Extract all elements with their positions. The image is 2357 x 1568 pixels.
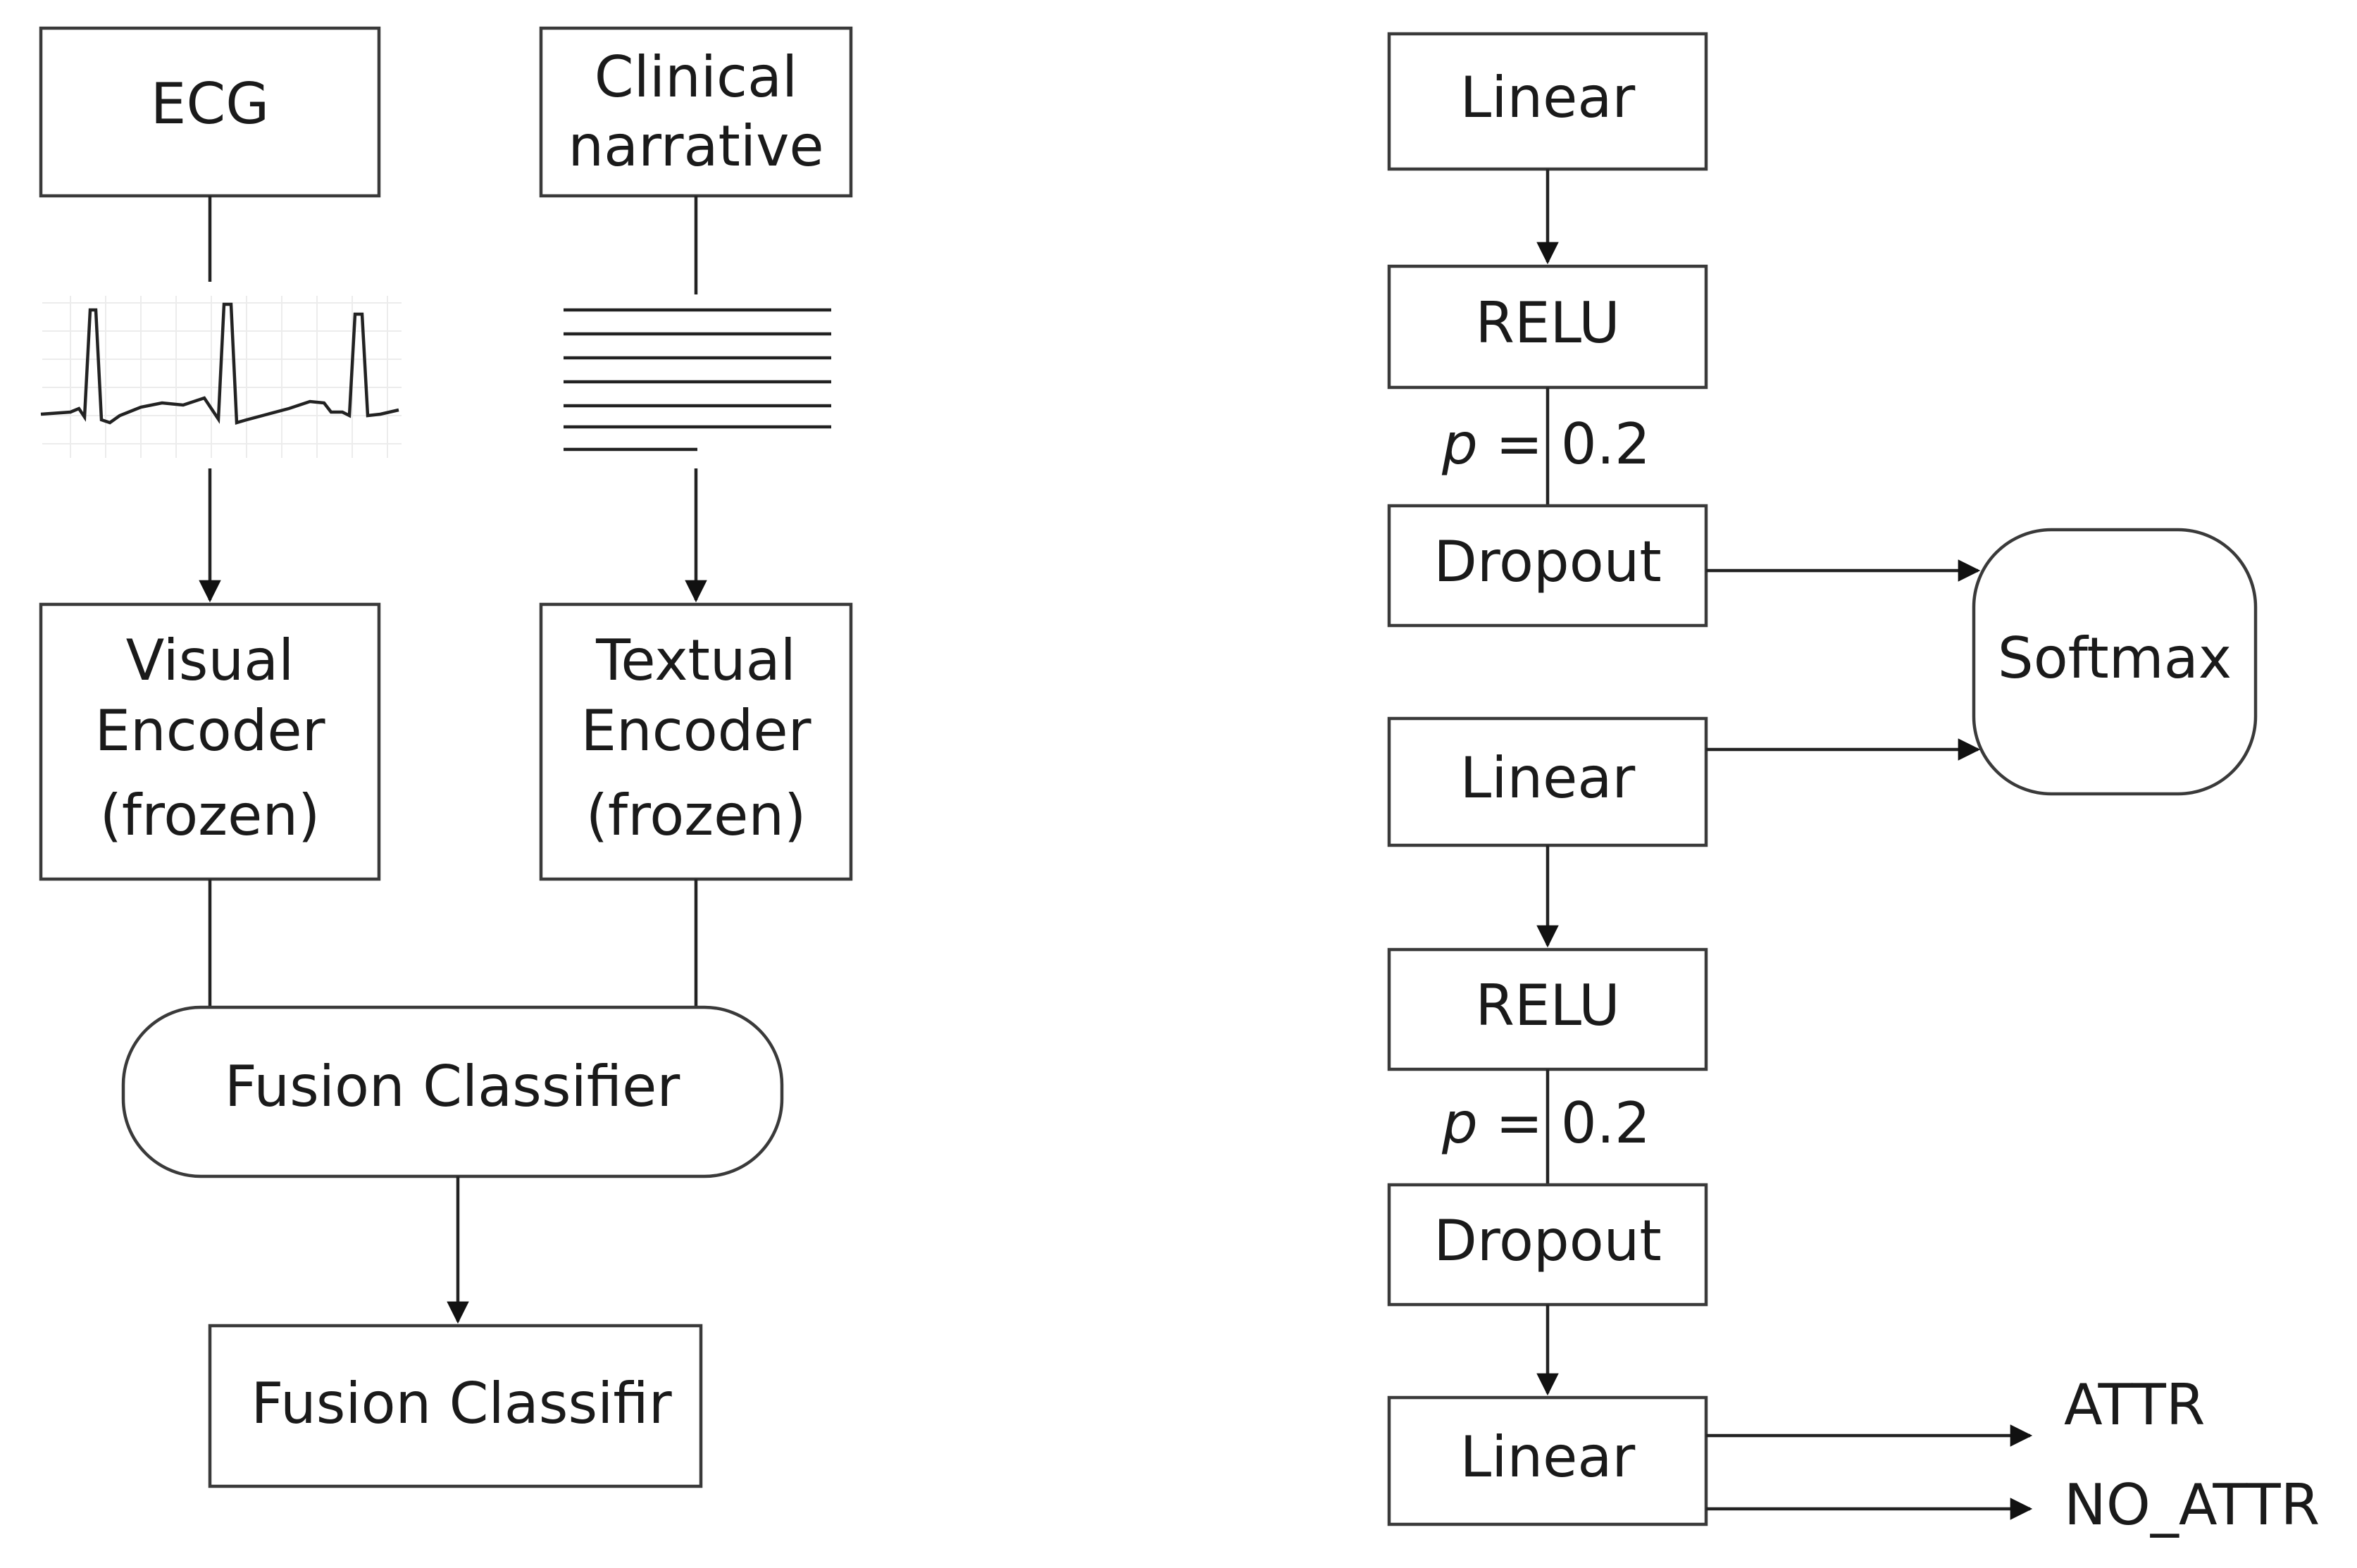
dropout-2-label: Dropout [1434,1208,1661,1274]
textual-encoder-line3: (frozen) [586,783,807,848]
linear-1-label: Linear [1460,65,1636,130]
linear-1-node: Linear [1387,32,1708,171]
dropout-2-probability-label: p = 0.2 [1441,1090,1650,1156]
fusion-classifir-node: Fusion Classifir [208,1324,703,1488]
text-lines-icon [564,308,831,452]
no-attr-output-label: NO_ATTR [2064,1472,2320,1538]
visual-encoder-line2: Encoder [94,698,325,764]
ecg-waveform-icon [40,296,402,458]
ecg-input-node: ECG [39,26,381,198]
visual-encoder-line3: (frozen) [100,783,321,848]
dropout-1-node: Dropout [1387,504,1708,628]
linear-2-label: Linear [1460,745,1636,811]
relu-2-node: RELU [1387,947,1708,1071]
textual-encoder-node: Textual Encoder (frozen) [539,602,853,881]
fusion-classifir-label: Fusion Classifir [251,1371,671,1436]
dropout-2-node: Dropout [1387,1183,1708,1307]
textual-encoder-line1: Textual [595,628,796,693]
linear-3-node: Linear [1387,1395,1708,1526]
relu-1-label: RELU [1475,290,1619,356]
fusion-classifier-label: Fusion Classifier [225,1054,680,1119]
attr-output-label: ATTR [2064,1372,2205,1438]
ecg-label: ECG [151,71,269,137]
clinical-label-line1: Clinical [595,44,797,110]
linear-3-label: Linear [1460,1424,1636,1490]
dropout-1-label: Dropout [1434,529,1661,595]
dropout-1-probability-label: p = 0.2 [1441,411,1650,477]
softmax-node: Softmax [1972,528,2258,796]
linear-2-node: Linear [1387,716,1708,847]
clinical-narrative-node: Clinical narrative [539,26,853,198]
textual-encoder-line2: Encoder [580,698,811,764]
relu-1-node: RELU [1387,264,1708,390]
clinical-label-line2: narrative [568,113,823,179]
softmax-label: Softmax [1998,626,2232,691]
visual-encoder-node: Visual Encoder (frozen) [39,602,381,881]
fusion-classifier-node: Fusion Classifier [121,1005,784,1178]
relu-2-label: RELU [1475,973,1619,1038]
visual-encoder-line1: Visual [126,628,294,693]
